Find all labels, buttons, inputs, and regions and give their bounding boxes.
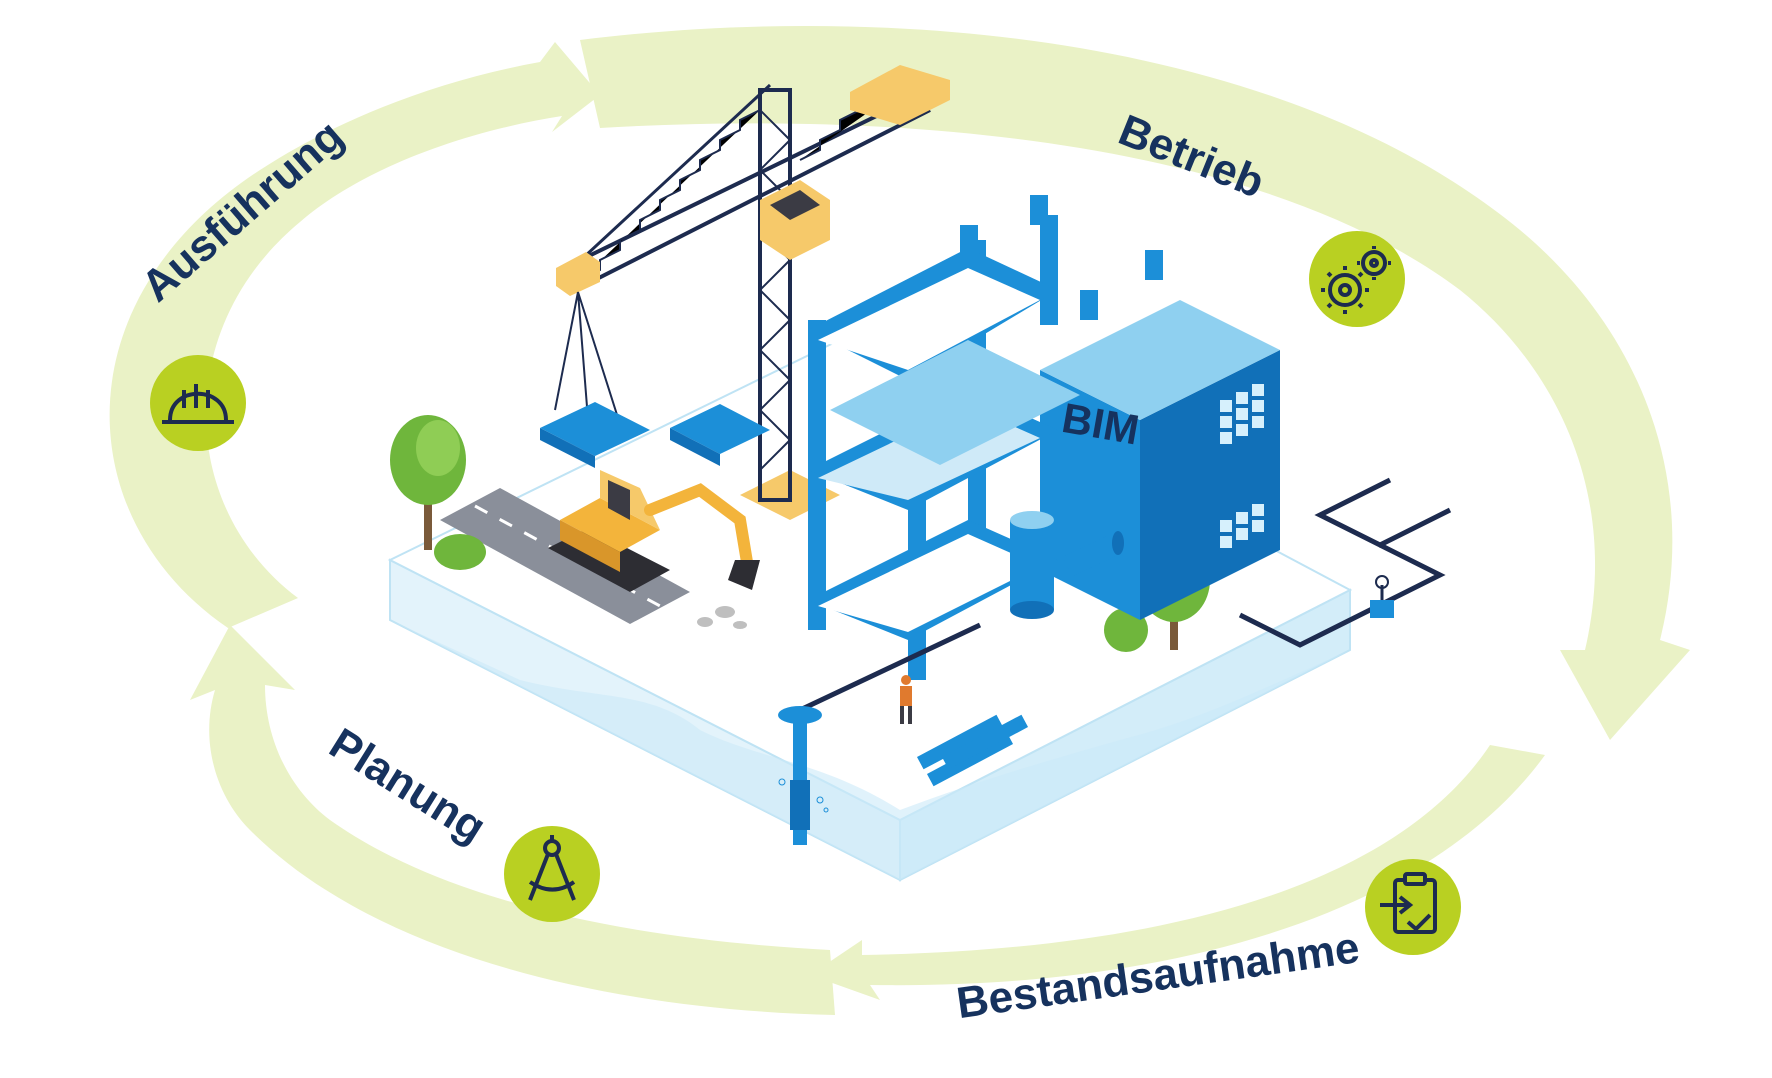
bush-right xyxy=(1104,608,1148,652)
excavator xyxy=(548,470,760,592)
badge-bestandsaufnahme xyxy=(1365,859,1461,955)
ring-segment-planung xyxy=(190,625,835,1015)
clipboard-check-icon xyxy=(1380,872,1437,934)
pump xyxy=(1062,531,1124,577)
tower-crane xyxy=(540,65,950,520)
crane-load-panel xyxy=(540,402,650,456)
crane-counterweight xyxy=(850,65,950,125)
groundwater-wave xyxy=(390,620,1350,880)
water-tank xyxy=(1010,511,1054,619)
worker xyxy=(900,675,912,724)
frame-slab xyxy=(830,340,1080,465)
crane-mast xyxy=(758,88,792,502)
badge-planung xyxy=(504,826,600,922)
bim-building: BIM xyxy=(808,195,1280,680)
pipe-stack xyxy=(916,714,1029,787)
rubble xyxy=(697,606,747,629)
badge-ausfuehrung xyxy=(150,355,246,451)
tree-left xyxy=(390,415,466,550)
building-windows xyxy=(1220,384,1264,548)
ring-segment-ausfuehrung xyxy=(109,42,600,628)
compass-icon xyxy=(528,835,576,901)
stacked-panels xyxy=(670,404,770,454)
badge-betrieb xyxy=(1309,231,1405,327)
building-frame xyxy=(808,195,1163,680)
well xyxy=(778,706,829,845)
gears-icon xyxy=(1321,246,1391,314)
bush-left xyxy=(434,534,486,570)
valve xyxy=(1370,575,1394,618)
ring-segment-betrieb xyxy=(580,25,1690,740)
hard-hat-icon xyxy=(162,384,234,424)
building-roof xyxy=(1040,300,1280,420)
